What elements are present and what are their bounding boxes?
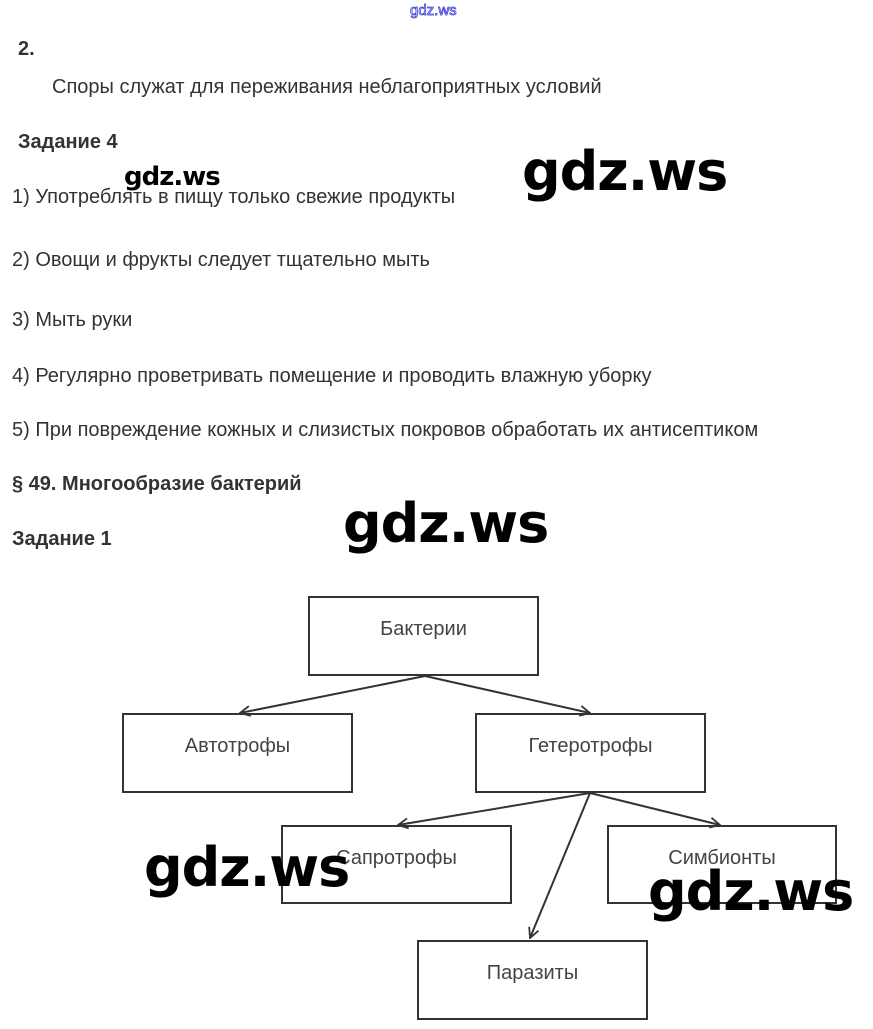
task4-title: Задание 4	[18, 131, 118, 153]
watermark: gdz.ws	[522, 140, 728, 203]
watermark: gdz.ws	[648, 860, 854, 923]
node-saprotrophs: Сапротрофы	[281, 825, 512, 904]
arrow-to-heterotrophs	[424, 675, 590, 713]
node-label: Симбионты	[668, 847, 776, 869]
list-item: 4) Регулярно проветривать помещение и пр…	[12, 365, 652, 387]
node-heterotrophs: Гетеротрофы	[475, 713, 706, 793]
arrow-to-symbionts	[589, 792, 720, 825]
list-item: 5) При повреждение кожных и слизистых по…	[12, 419, 759, 441]
watermark: gdz.ws	[124, 162, 221, 192]
node-label: Гетеротрофы	[528, 735, 653, 757]
arrow-to-autotrophs	[240, 675, 426, 713]
node-label: Бактерии	[380, 618, 467, 640]
section-number: 2.	[18, 38, 35, 60]
node-symbionts: Симбионты	[607, 825, 837, 904]
node-parasites: Паразиты	[417, 940, 648, 1020]
node-autotrophs: Автотрофы	[122, 713, 353, 793]
list-item: 3) Мыть руки	[12, 309, 133, 331]
section-text: Споры служат для переживания неблагоприя…	[52, 76, 602, 98]
paragraph-title: § 49. Многообразие бактерий	[12, 473, 302, 495]
node-label: Сапротрофы	[336, 847, 457, 869]
arrow-to-saprotrophs	[398, 792, 591, 825]
list-item: 1) Употреблять в пищу только свежие прод…	[12, 186, 456, 208]
node-bacteria: Бактерии	[308, 596, 539, 676]
arrow-to-parasites	[530, 792, 591, 938]
node-label: Паразиты	[486, 962, 579, 984]
watermark-top: gdz.ws	[410, 2, 457, 20]
node-label: Автотрофы	[184, 735, 291, 757]
watermark: gdz.ws	[343, 492, 549, 555]
list-item: 2) Овощи и фрукты следует тщательно мыть	[12, 249, 430, 271]
task1-title: Задание 1	[12, 528, 112, 550]
watermark: gdz.ws	[144, 836, 350, 899]
